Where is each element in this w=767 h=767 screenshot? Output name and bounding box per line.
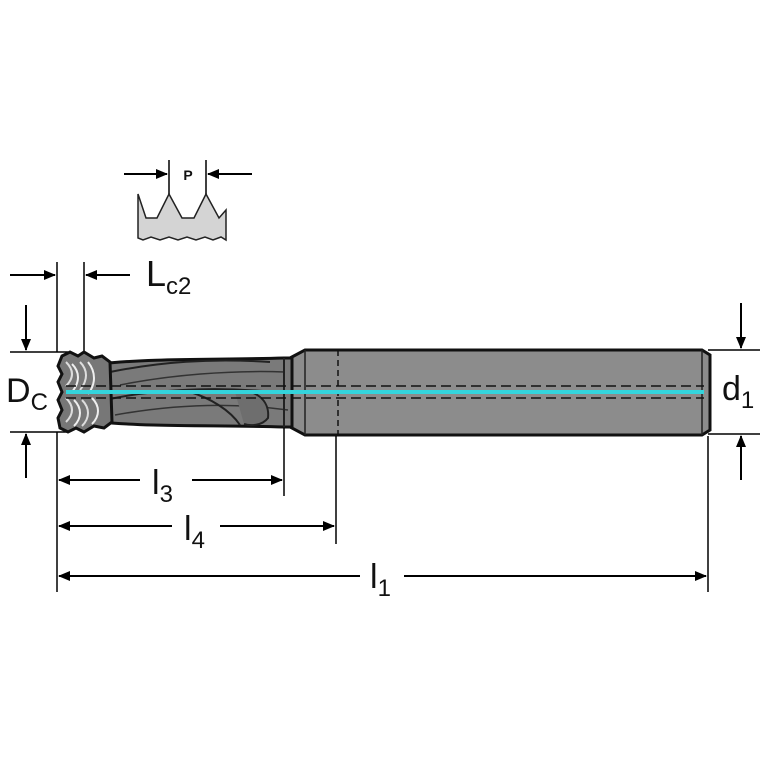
thread-pitch-profile: P (124, 160, 252, 242)
pitch-label: P (183, 167, 192, 183)
d1-dimension: d1 (708, 303, 760, 480)
dc-dimension: DC (6, 305, 68, 478)
length-dimensions: l3 l4 l1 (56, 428, 709, 602)
thread-mill-tool (56, 348, 712, 437)
d1-label: d1 (722, 370, 754, 414)
thread-profile-shape (137, 192, 227, 242)
lc2-dimension: Lc2 (10, 253, 191, 352)
coolant-channel (66, 385, 704, 399)
dc-label: DC (6, 372, 48, 416)
l1-label: l1 (370, 558, 391, 602)
l4-label: l4 (184, 510, 205, 554)
lc2-label: Lc2 (146, 253, 191, 300)
l3-label: l3 (152, 464, 173, 508)
